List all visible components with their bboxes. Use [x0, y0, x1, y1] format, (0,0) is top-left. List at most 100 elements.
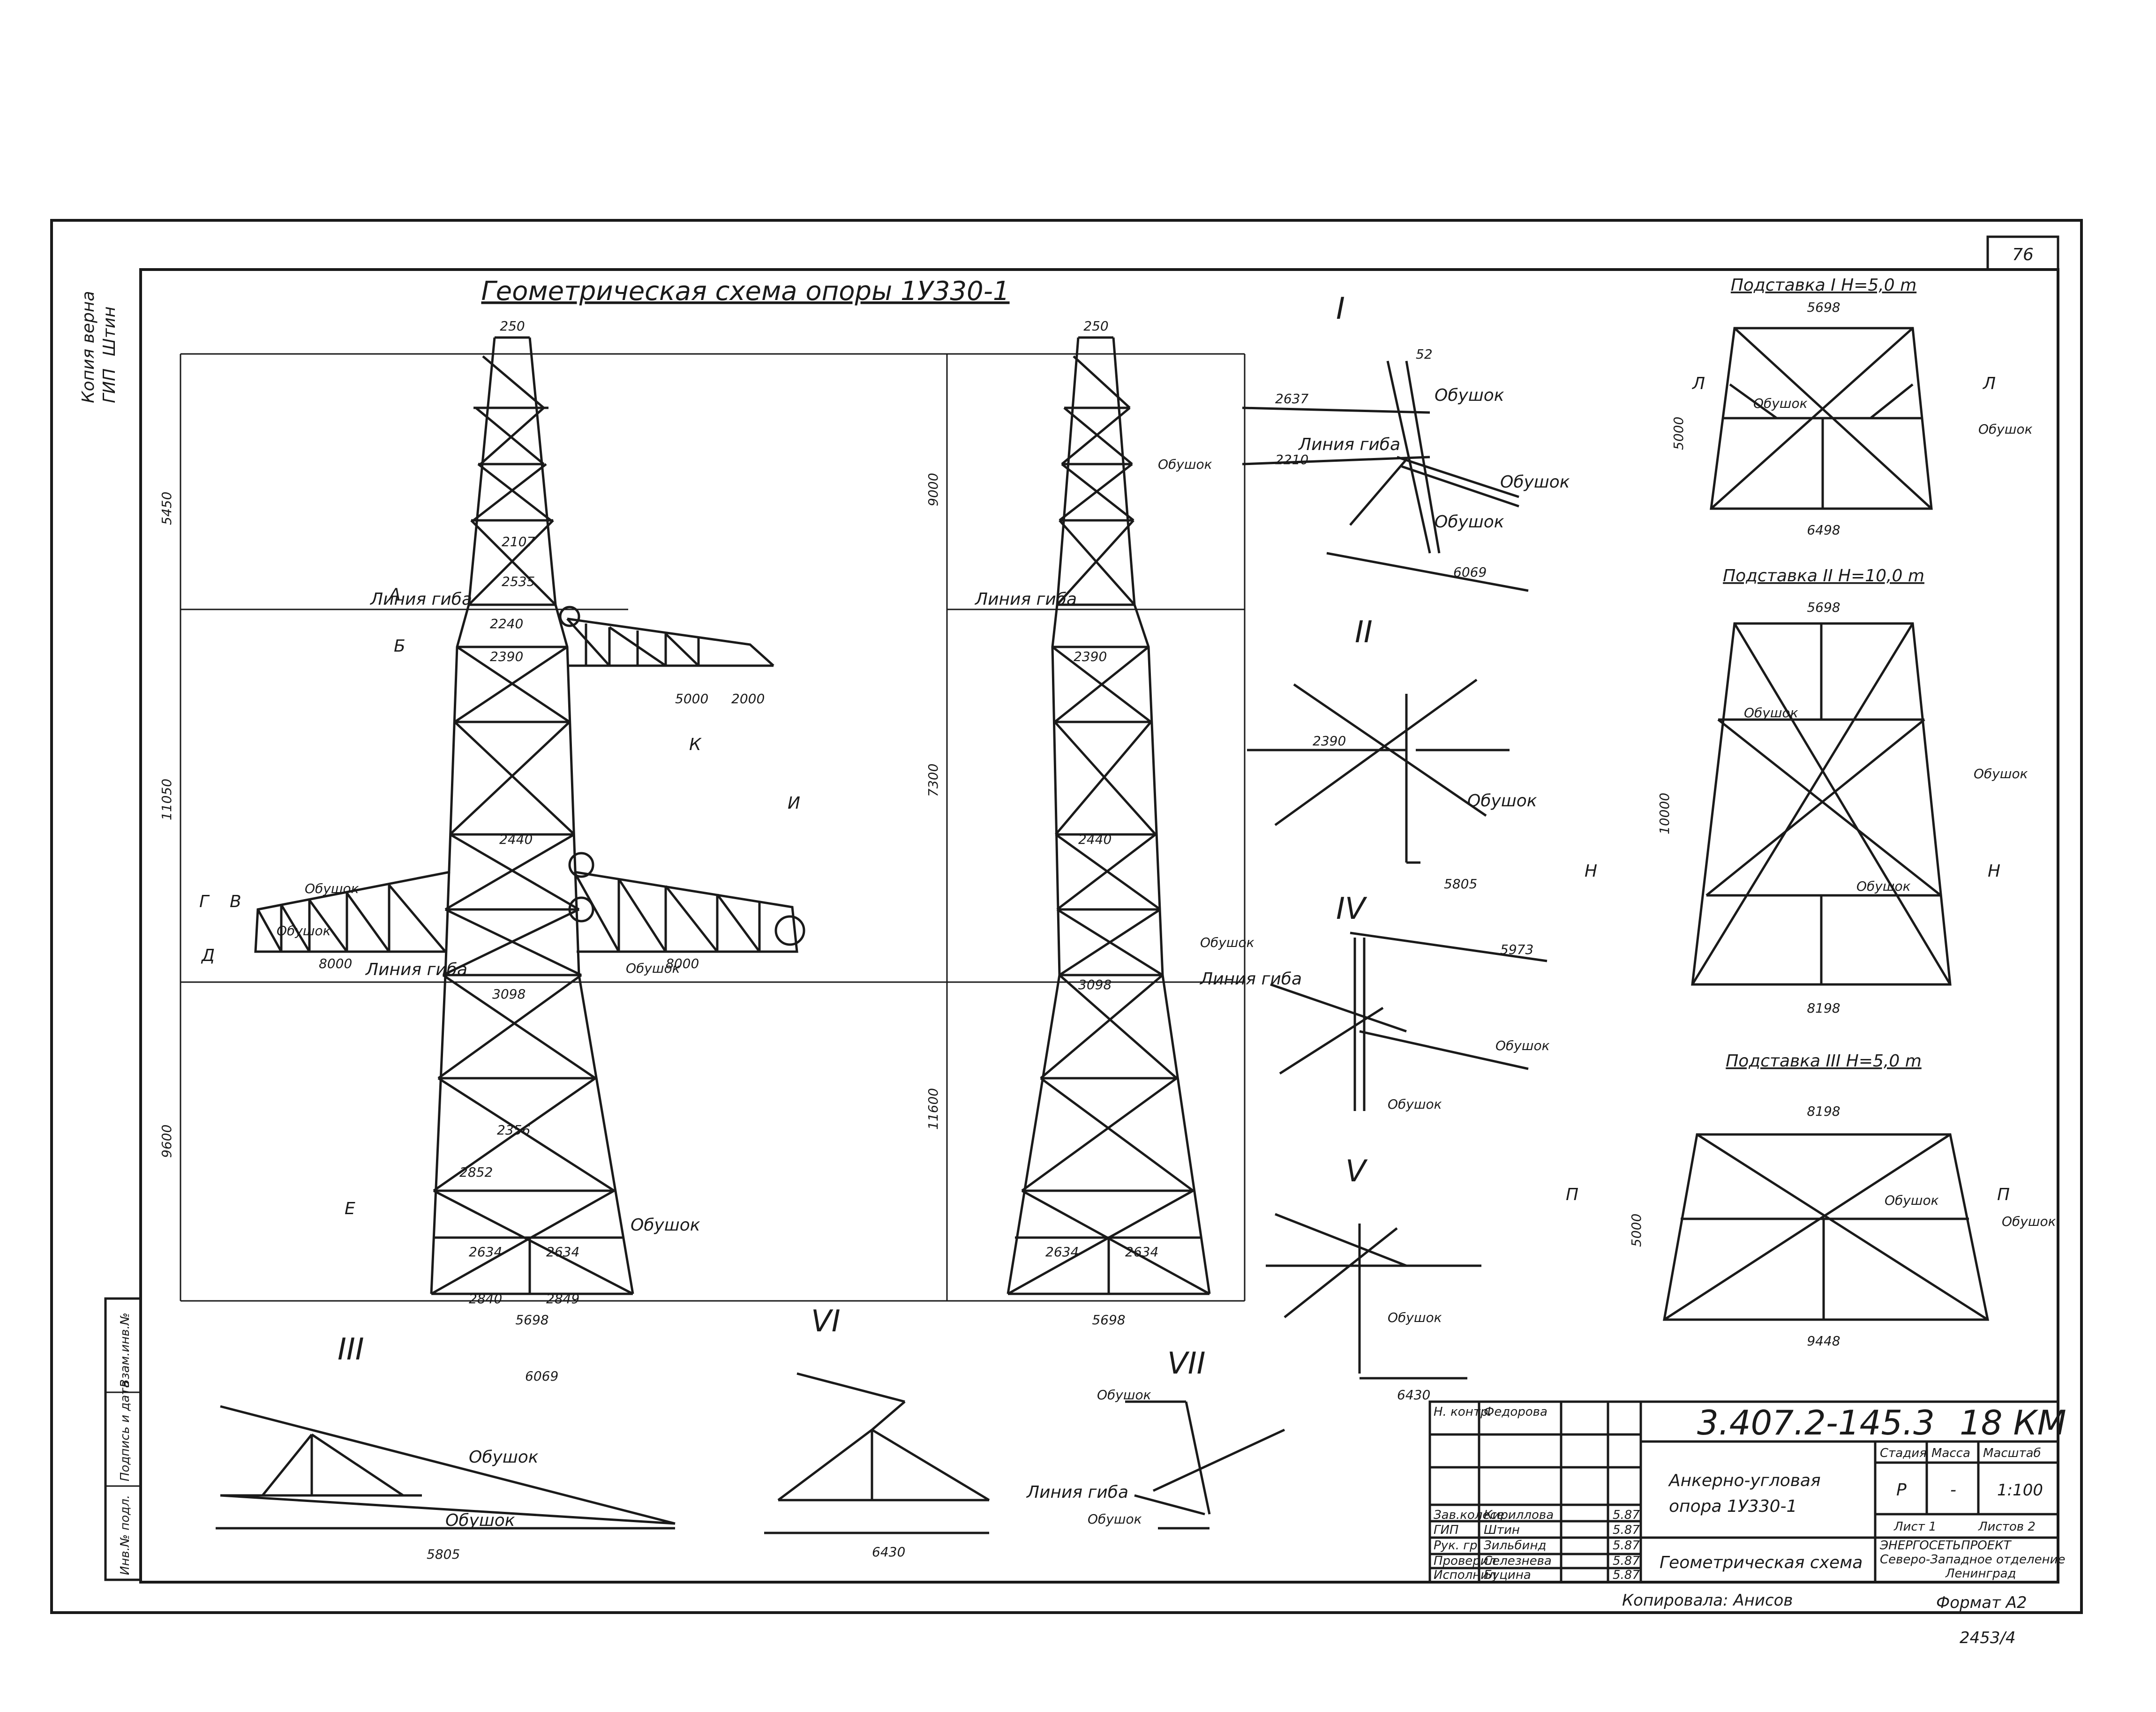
crossarm-dim-3: 8000	[319, 956, 352, 971]
section-mark-A: А	[388, 585, 401, 604]
detail-II-dim: 5805	[1444, 876, 1477, 892]
tower2-bend-line: Линия гиба	[974, 590, 1077, 609]
main-title: Геометрическая схема опоры 1У330-1	[481, 276, 1009, 307]
section-mark-G: Г	[199, 892, 210, 911]
title-block-mass: -	[1950, 1480, 1956, 1500]
height-dim-right-3: 11600	[925, 1088, 941, 1130]
base-III-drawing	[1663, 1133, 1990, 1321]
detail-I-dim: 2210	[1275, 452, 1308, 467]
detail-II-label: II	[1355, 615, 1373, 650]
side-table-signature: Подпись и дата	[118, 1381, 132, 1481]
title-block-stage: Р	[1896, 1480, 1907, 1500]
section-mark-E: Е	[345, 1199, 355, 1218]
base-III-title: Подставка III H=5,0 m	[1726, 1051, 1922, 1071]
detail-I-dim: 6069	[1453, 564, 1487, 580]
member-dim: 2535	[502, 574, 535, 589]
title-block-object-line2: опора 1У330-1	[1669, 1497, 1797, 1516]
side-stamp-line-3: Штин	[100, 307, 119, 356]
title-block-role: Рук. гр.	[1434, 1539, 1481, 1553]
title-block-name: Селезнева	[1484, 1554, 1552, 1568]
detail-III-flange-2: Обушок	[445, 1511, 515, 1530]
detail-II-flange: Обушок	[1467, 791, 1537, 811]
tower2-base-width: 5698	[1092, 1312, 1125, 1328]
title-block-org-1: ЭНЕРГОСЕТЬПРОЕКТ	[1879, 1539, 2012, 1553]
section-mark-D: Д	[201, 946, 215, 965]
detail-VII-bend-line: Линия гиба	[1026, 1483, 1128, 1502]
flange-label-crossarm-lower: Обушок	[277, 923, 331, 939]
detail-IV-dim: 5973	[1500, 942, 1533, 957]
section-mark-K: К	[689, 735, 702, 754]
base-III-section-P: П	[1566, 1185, 1578, 1204]
title-block-org-2: Северо-Западное отделение	[1880, 1553, 2065, 1567]
title-block-role: Зав.колесе	[1434, 1508, 1504, 1522]
base-I-side: 5000	[1671, 417, 1686, 450]
detail-III-label: III	[338, 1332, 364, 1367]
member-dim: 2356	[497, 1122, 530, 1138]
member-dim: 2440	[499, 832, 533, 847]
detail-III-dim: 5805	[427, 1547, 460, 1562]
tower-base-width: 5698	[515, 1312, 548, 1328]
detail-VII-flange-2: Обушок	[1088, 1511, 1142, 1527]
member-dim: 2107	[502, 534, 535, 549]
title-block-sheet-label: Лист 1	[1893, 1520, 1937, 1534]
base-II-title: Подставка II H=10,0 m	[1723, 566, 1924, 586]
title-block-scale: 1:100	[1997, 1481, 2043, 1500]
detail-IV-flange-2: Обушок	[1388, 1096, 1442, 1112]
sheet-number: 76	[2012, 245, 2034, 264]
title-block-mass-header: Масса	[1931, 1446, 1970, 1460]
member-dim: 3098	[1078, 977, 1112, 992]
tower-top-width: 250	[500, 318, 525, 334]
title-block-sheet-type: 18 КМ	[1960, 1403, 2066, 1442]
member-dim: 2634	[1045, 1244, 1079, 1260]
title-block-name: Кириллова	[1484, 1508, 1554, 1522]
crossarm-dim-2: 2000	[731, 691, 765, 706]
detail-II-drawing	[1247, 678, 1510, 864]
side-stamp-line-2: ГИП	[100, 368, 119, 403]
base-I-title: Подставка I H=5,0 m	[1731, 276, 1916, 295]
base-I-section-L-right: Л	[1982, 374, 1996, 393]
title-block-date: 5.87	[1613, 1568, 1640, 1582]
detail-III-flange: Обушок	[469, 1448, 539, 1467]
detail-V-drawing	[1266, 1213, 1481, 1380]
section-mark-V: В	[230, 892, 241, 911]
height-dim-right-2: 7300	[925, 764, 941, 797]
base-II-flange-3: Обушок	[1974, 766, 2028, 781]
base-II-bottom: 8198	[1807, 1000, 1840, 1016]
flange-label-base: Обушок	[631, 1216, 700, 1235]
member-dim: 2440	[1078, 832, 1112, 847]
member-dim: 2852	[459, 1164, 493, 1180]
side-table-replacement: Взам.инв.№	[118, 1313, 132, 1388]
member-dim: 2634	[1125, 1244, 1158, 1260]
tower2-top-width: 250	[1083, 318, 1108, 334]
outer-frame	[50, 219, 2083, 1614]
detail-I-drawing	[1242, 360, 1529, 592]
title-block-stage-header: Стадия	[1880, 1446, 1927, 1460]
detail-II-dim: 2390	[1313, 733, 1346, 749]
side-table: Инв.№ подл. Подпись и дата Взам.инв.№	[104, 1297, 142, 1581]
detail-V-label: V	[1345, 1154, 1368, 1189]
detail-VII-drawing	[1125, 1400, 1285, 1530]
detail-IV-flange: Обушок	[1495, 1038, 1550, 1053]
detail-I-bend-line: Линия гиба	[1298, 435, 1400, 454]
tower2-flange-lower: Обушок	[1200, 935, 1255, 950]
detail-III-dim: 6069	[525, 1368, 558, 1384]
title-block-role: Исполнил	[1434, 1568, 1496, 1582]
title-block-org-3: Ленинград	[1945, 1567, 2016, 1581]
crossarm-dim-4: 8000	[666, 956, 699, 971]
sheet-format: Формат А2	[1936, 1593, 2027, 1612]
detail-I-label: I	[1336, 292, 1345, 326]
base-I-bottom: 6498	[1807, 522, 1840, 538]
member-dim: 2390	[490, 649, 523, 664]
section-mark-I: И	[788, 794, 800, 813]
crossarm-dim-1: 5000	[675, 691, 708, 706]
detail-V-flange: Обушок	[1388, 1310, 1442, 1325]
base-II-side: 10000	[1657, 793, 1672, 834]
detail-IV-label: IV	[1336, 892, 1367, 926]
member-dim: 2634	[546, 1244, 579, 1260]
copied-by: Копировала: Анисов	[1622, 1591, 1793, 1610]
flange-label-crossarm: Обушок	[305, 881, 359, 896]
title-block-role: Проверил	[1434, 1554, 1496, 1568]
side-stamp: Копия верна ГИП Штин	[79, 291, 119, 403]
